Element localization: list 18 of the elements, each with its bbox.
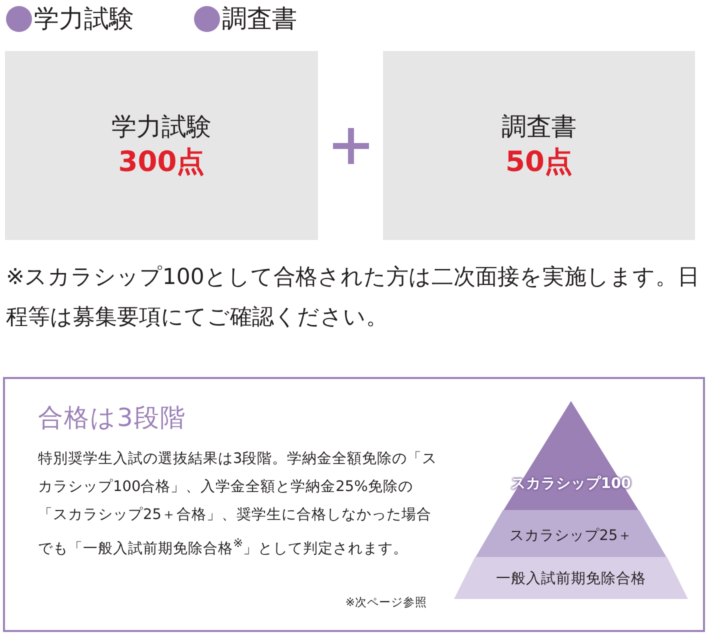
heading: 学力試験 <box>34 3 134 35</box>
heading: 調査書 <box>222 3 297 35</box>
box-title: 調査書 <box>502 111 576 144</box>
info-panel <box>3 377 705 632</box>
pyramid-tier <box>503 401 639 511</box>
footnote: ※次ページ参照 <box>345 595 427 610</box>
tier-label: スカラシップ25＋ <box>509 526 633 545</box>
score-box <box>383 51 695 240</box>
pyramid-tier <box>475 510 667 558</box>
note-text: ※スカラシップ100として合格された方は二次面接を実施します。日程等は募集要項にてご確認ください。 <box>6 264 700 332</box>
score-value: 300点 <box>118 144 205 180</box>
box-title: 学力試験 <box>112 111 212 144</box>
score-box <box>5 51 318 240</box>
panel-title: 合格は3段階 <box>38 402 186 434</box>
panel-text: 特別奨学生入試の選抜結果は3段階。学納金全額免除の「スカラシップ100合格」、入学金全額と学納金25%免除の「スカラシップ25＋合格」、奨学生に合格しなかった場合でも「一般入試前期免除合格$^{※}$」として判定されます。 <box>38 450 438 559</box>
tier-label: 一般入試前期免除合格 <box>496 570 646 588</box>
pyramid-tier <box>454 557 688 599</box>
score-value: 50点 <box>506 144 572 180</box>
